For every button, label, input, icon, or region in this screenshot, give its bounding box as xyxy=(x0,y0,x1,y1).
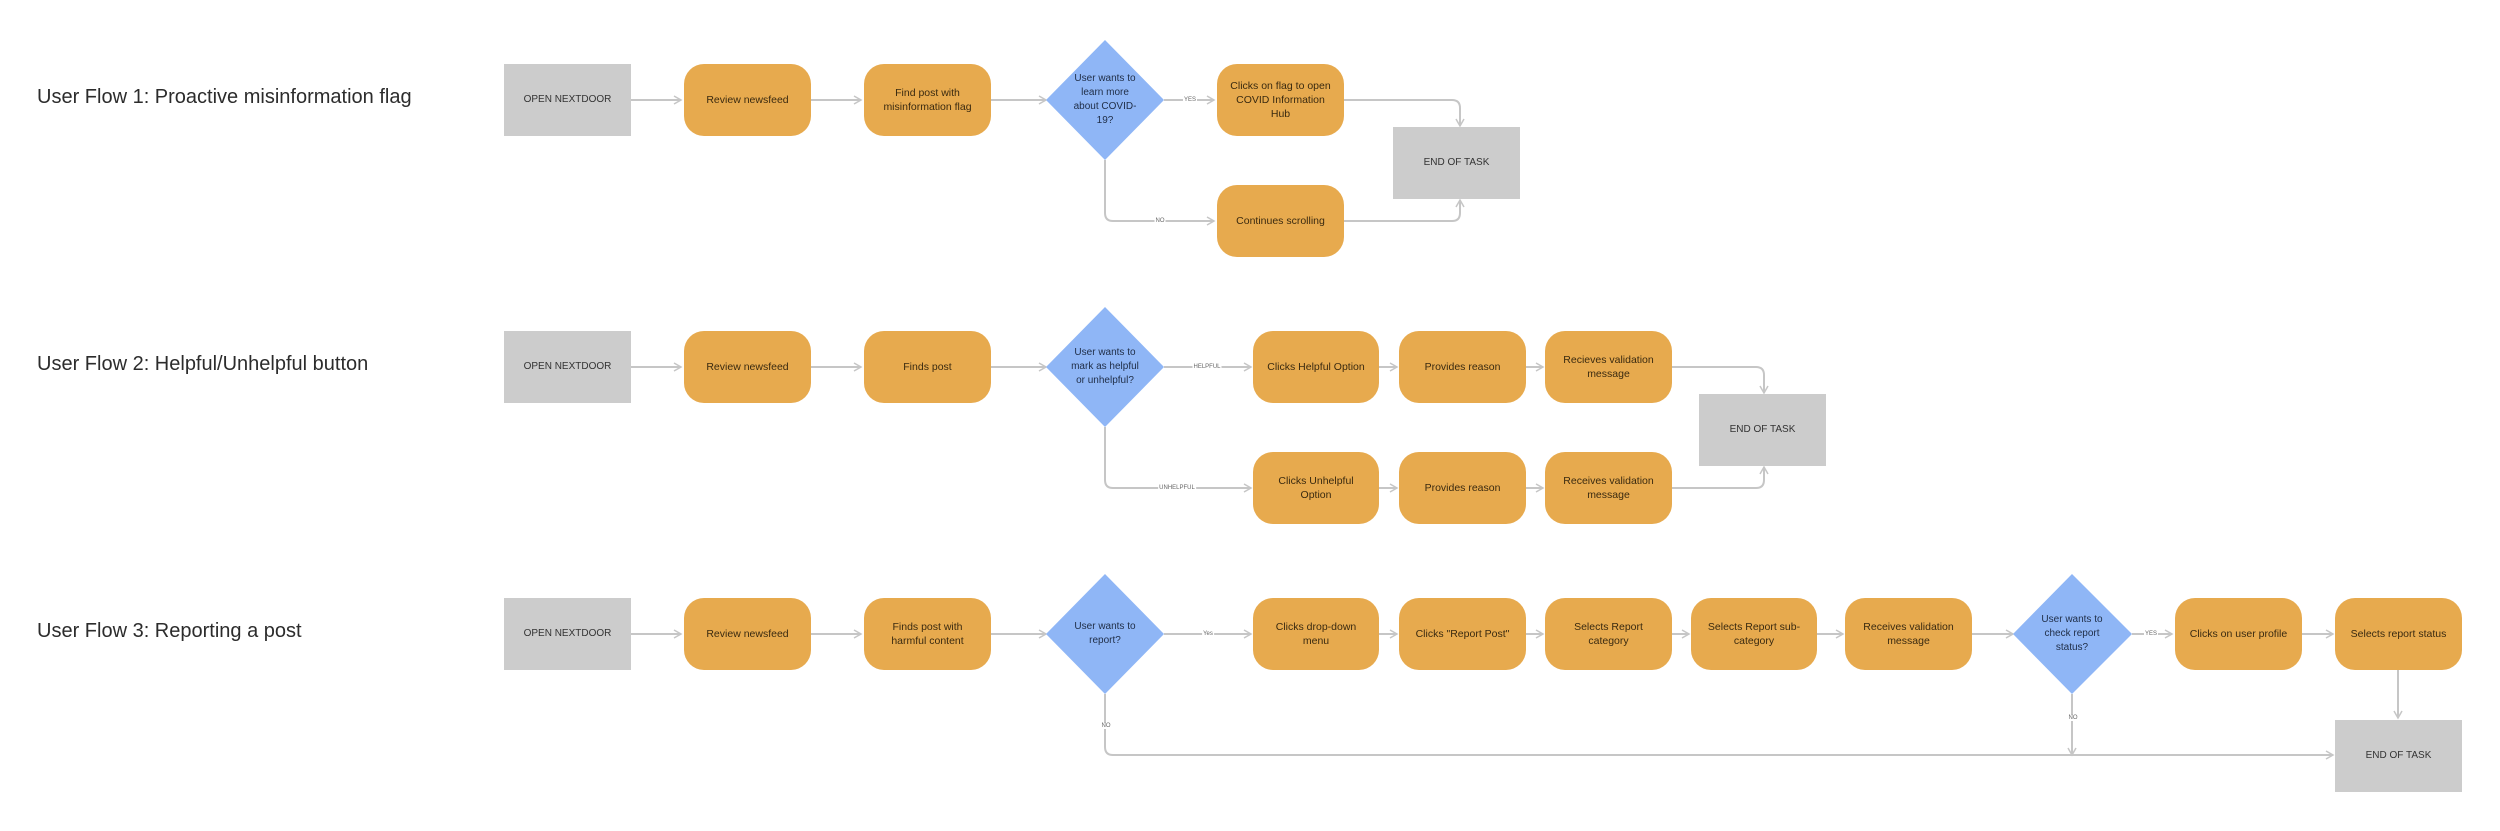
flow-2-title: User Flow 2: Helpful/Unhelpful button xyxy=(37,353,369,375)
flow-1-review-node: Review newsfeed xyxy=(684,64,811,136)
decision-diamond xyxy=(1046,307,1164,427)
flow-3-review-node: Review newsfeed xyxy=(684,598,811,670)
edge xyxy=(1344,198,1465,222)
flow-2-helpful-click-node: Clicks Helpful Option xyxy=(1253,331,1379,403)
decision-diamond xyxy=(2013,574,2132,694)
flow-3-no2-label: NO xyxy=(2067,715,2079,721)
flow-3-start-node: OPEN NEXTDOOR xyxy=(504,598,631,670)
flow-3-validation-node: Receives validation message xyxy=(1845,598,1972,670)
edge xyxy=(1104,427,1253,493)
flow-3-no-label: NO xyxy=(1100,723,1112,729)
flow-2-unhelpful-click-node: Clicks Unhelpful Option xyxy=(1253,452,1379,524)
flow-2-unhelpful-label: UNHELPFUL xyxy=(1158,485,1196,491)
flow-2-helpful-validation-node: Recieves validation message xyxy=(1545,331,1672,403)
flow-2-unhelpful-reason-node: Provides reason xyxy=(1399,452,1526,524)
flow-3-decision-text: User wants to report? xyxy=(1074,621,1136,646)
edge xyxy=(1344,99,1465,128)
edge xyxy=(1672,366,1769,395)
flow-1-title: User Flow 1: Proactive misinformation fl… xyxy=(37,86,412,108)
edge xyxy=(1104,160,1216,226)
flow-3-decision2-text: User wants to check report status? xyxy=(2041,614,2103,653)
flow-3-subcategory-node: Selects Report sub-category xyxy=(1691,598,1817,670)
flow-1-find-node: Find post with misinformation flag xyxy=(864,64,991,136)
flow-3-find-node: Finds post with harmful content xyxy=(864,598,991,670)
flow-1-yes-label: YES xyxy=(1182,97,1198,103)
flow-3-profile-node: Clicks on user profile xyxy=(2175,598,2302,670)
flow-3-title: User Flow 3: Reporting a post xyxy=(37,620,302,642)
edge xyxy=(1104,694,2335,760)
flow-2-review-node: Review newsfeed xyxy=(684,331,811,403)
flow-3-status-node: Selects report status xyxy=(2335,598,2462,670)
flow-3-report-post-node: Clicks "Report Post" xyxy=(1399,598,1526,670)
flow-1-start-node: OPEN NEXTDOOR xyxy=(504,64,631,136)
flow-2-start-node: OPEN NEXTDOOR xyxy=(504,331,631,403)
flow-2-end-node: END OF TASK xyxy=(1699,394,1826,466)
flow-2-find-node: Finds post xyxy=(864,331,991,403)
flow-3-yes2-label: YES xyxy=(2143,631,2159,637)
flow-3-dropdown-node: Clicks drop-down menu xyxy=(1253,598,1379,670)
flow-3-yes-label: Yes xyxy=(1202,631,1214,637)
flow-2-helpful-label: HELPFUL xyxy=(1192,364,1222,370)
flow-1-no-action-node: Continues scrolling xyxy=(1217,185,1344,257)
flow-1-no-label: NO xyxy=(1154,218,1166,224)
flow-1-decision-text: User wants to learn more about COVID-19? xyxy=(1073,73,1137,126)
flow-1-yes-action-node: Clicks on flag to open COVID Information… xyxy=(1217,64,1344,136)
flow-3-end-node: END OF TASK xyxy=(2335,720,2462,792)
decision-diamond xyxy=(1046,574,1164,694)
decision-diamond xyxy=(1046,40,1164,160)
flow-2-decision-text: User wants to mark as helpful or unhelpf… xyxy=(1071,347,1139,386)
edge xyxy=(1672,465,1769,489)
flow-1-end-node: END OF TASK xyxy=(1393,127,1520,199)
flow-2-helpful-reason-node: Provides reason xyxy=(1399,331,1526,403)
flow-3-category-node: Selects Report category xyxy=(1545,598,1672,670)
flow-2-unhelpful-validation-node: Receives validation message xyxy=(1545,452,1672,524)
